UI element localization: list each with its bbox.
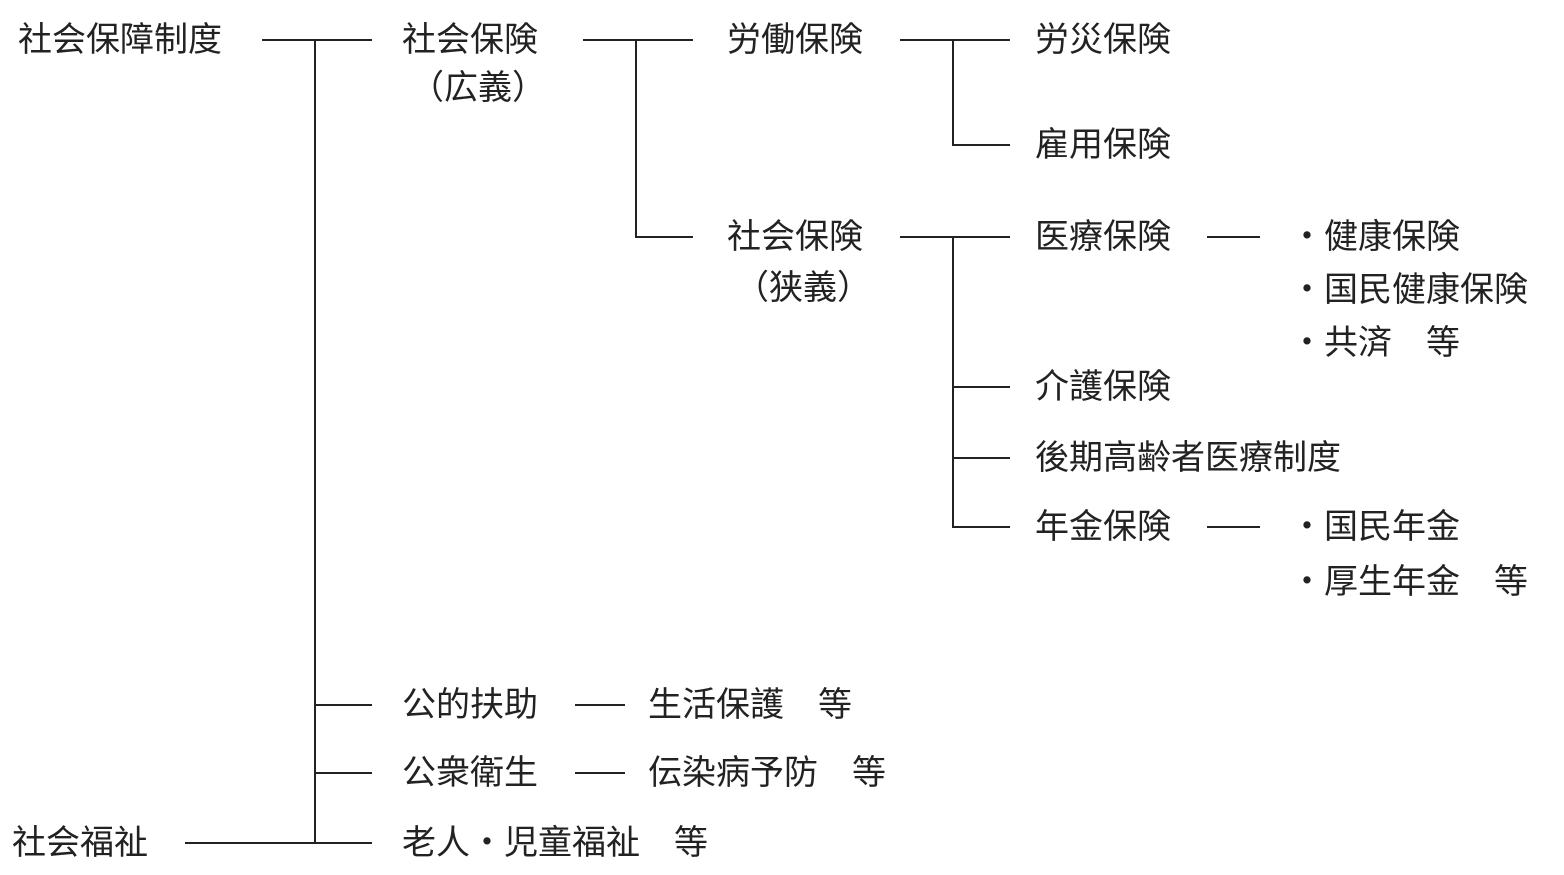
- example-infection-prevention: 伝染病予防 等: [648, 753, 886, 793]
- node-social-insurance-broad: 社会保険: [402, 20, 538, 60]
- connector: [635, 236, 693, 238]
- connector: [952, 386, 1010, 388]
- node-social-welfare-root: 社会福祉: [12, 823, 148, 863]
- example-livelihood: 生活保護 等: [648, 685, 852, 725]
- connector: [952, 39, 954, 146]
- connector: [952, 526, 1010, 528]
- connector: [900, 236, 1010, 238]
- example-mutual-aid: ・共済 等: [1290, 323, 1460, 363]
- connector: [952, 457, 1010, 459]
- example-national-health: ・国民健康保険: [1290, 270, 1528, 310]
- connector: [575, 704, 625, 706]
- node-labor-insurance: 労働保険: [727, 20, 863, 60]
- connector: [314, 39, 316, 844]
- connector: [314, 704, 372, 706]
- connector: [575, 772, 625, 774]
- node-social-insurance-narrow: 社会保険: [727, 217, 863, 257]
- connector: [262, 39, 372, 41]
- connector: [314, 772, 372, 774]
- connector: [185, 842, 372, 844]
- connector: [952, 144, 1010, 146]
- example-national-pension: ・国民年金: [1290, 507, 1460, 547]
- example-employee-pension: ・厚生年金 等: [1290, 562, 1528, 602]
- node-public-assistance: 公的扶助: [402, 685, 538, 725]
- node-pension-insurance: 年金保険: [1035, 507, 1171, 547]
- connector: [900, 39, 1010, 41]
- connector: [583, 39, 693, 41]
- connector: [952, 236, 954, 528]
- node-employment-insurance: 雇用保険: [1035, 125, 1171, 165]
- node-medical-insurance: 医療保険: [1035, 217, 1171, 257]
- qualifier-narrow: （狭義）: [735, 268, 871, 308]
- node-public-health: 公衆衛生: [402, 753, 538, 793]
- node-elderly-medical: 後期高齢者医療制度: [1035, 438, 1341, 478]
- node-social-security: 社会保障制度: [18, 20, 222, 60]
- node-workers-comp: 労災保険: [1035, 20, 1171, 60]
- connector: [1207, 526, 1260, 528]
- connector: [635, 39, 637, 238]
- node-welfare: 老人・児童福祉 等: [402, 823, 708, 863]
- example-health-insurance: ・健康保険: [1290, 217, 1460, 257]
- node-care-insurance: 介護保険: [1035, 367, 1171, 407]
- qualifier-broad: （広義）: [410, 68, 546, 108]
- connector: [1207, 236, 1260, 238]
